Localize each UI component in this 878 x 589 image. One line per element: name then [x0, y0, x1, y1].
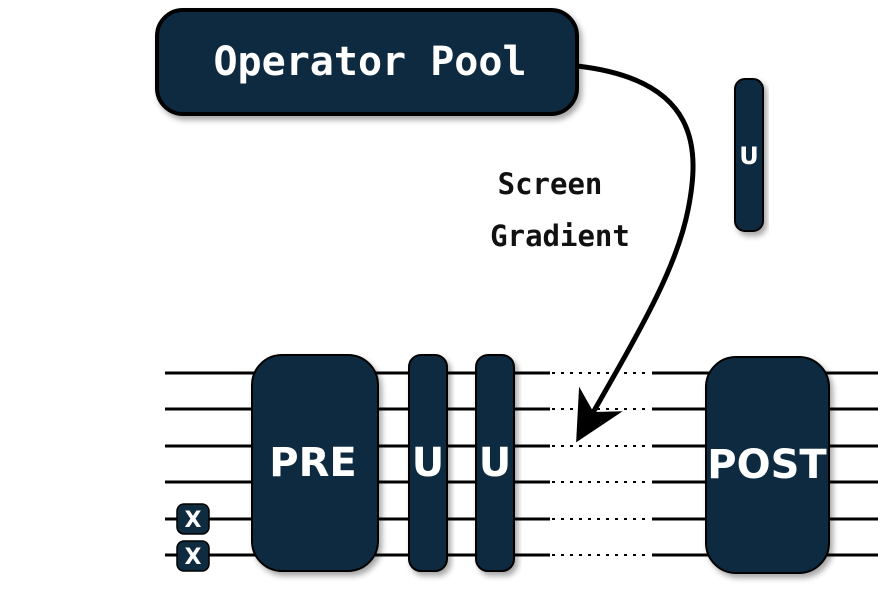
x-gate-2: X [176, 540, 210, 572]
post-block-label: POST [707, 442, 827, 488]
candidate-u-gate: U [734, 78, 764, 232]
x-gate-1-label: X [185, 508, 202, 533]
u-gate-2: U [475, 354, 515, 572]
pre-block-label: PRE [269, 440, 356, 486]
u-gate-2-label: U [479, 440, 511, 486]
u-gate-1: U [408, 354, 448, 572]
screen-caption-line2: Gradient [490, 219, 630, 253]
post-block: POST [705, 356, 830, 574]
operator-pool-box: Operator Pool [155, 8, 579, 116]
x-gate-2-label: X [185, 545, 202, 570]
operator-pool-label: Operator Pool [213, 39, 526, 85]
pre-block: PRE [251, 354, 379, 572]
screen-caption-line1: Screen [498, 167, 603, 201]
screen-gradient-arrow [576, 63, 696, 443]
x-gate-1: X [176, 503, 210, 535]
candidate-u-label: U [739, 142, 759, 170]
u-gate-1-label: U [412, 440, 444, 486]
dotted-gap-wires [552, 372, 650, 556]
